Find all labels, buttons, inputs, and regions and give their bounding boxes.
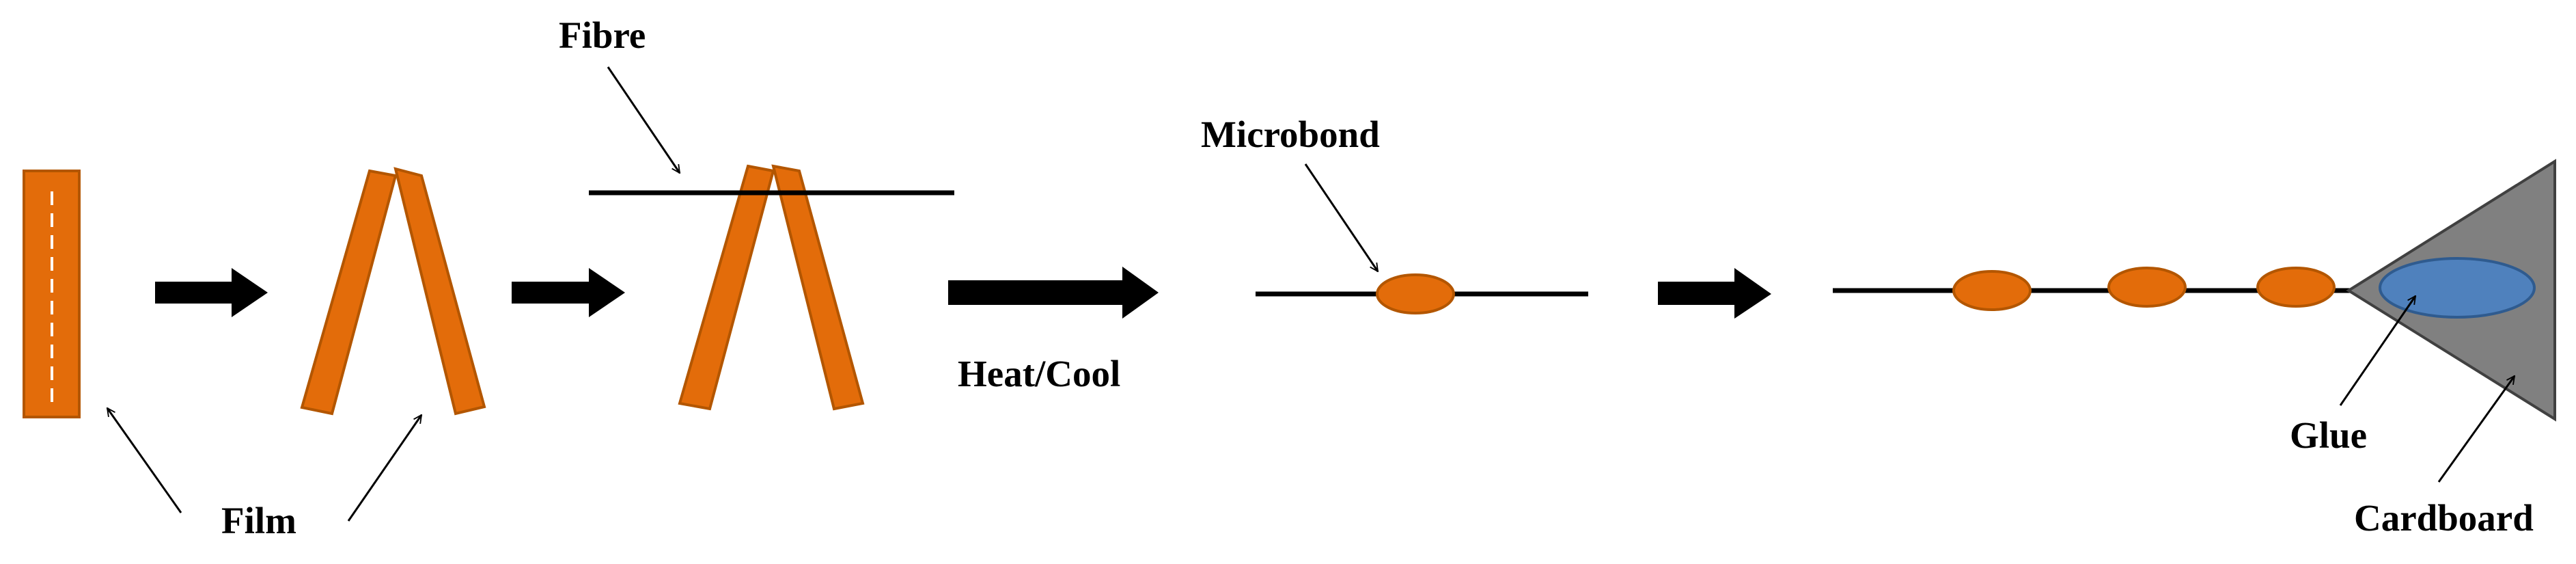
film-label: Film <box>221 500 296 541</box>
fibre-leader-arrow <box>607 66 681 173</box>
process-arrow-3 <box>948 267 1159 319</box>
fibre-label: Fibre <box>559 14 646 56</box>
film-leader-arrow-right <box>347 415 423 522</box>
microbond-label: Microbond <box>1201 113 1380 155</box>
microbond-droplet <box>1376 273 1455 314</box>
fibre-multiple-microbonds-on-cardboard <box>1833 159 2556 422</box>
film-leader-arrow-left <box>106 408 182 513</box>
microbond-droplet <box>2107 267 2187 308</box>
process-arrow-4 <box>1658 268 1771 319</box>
microbond-droplet <box>1952 270 2032 311</box>
glue <box>2379 257 2536 319</box>
glue-leader-arrow <box>2339 296 2417 406</box>
process-arrow-1 <box>155 268 268 317</box>
film-strip-flat <box>23 170 81 418</box>
cardboard-label: Cardboard <box>2354 497 2534 539</box>
process-arrow-2 <box>512 268 625 317</box>
heat-cool-label: Heat/Cool <box>958 353 1120 394</box>
film-folded <box>300 167 486 416</box>
film-folded-with-fibre <box>589 164 954 411</box>
microbond-leader-arrow <box>1304 163 1379 271</box>
cardboard-leader-arrow <box>2437 376 2516 483</box>
glue-label: Glue <box>2290 414 2367 456</box>
fibre-with-microbond <box>1256 273 1588 314</box>
microbond-droplet <box>2256 267 2336 308</box>
